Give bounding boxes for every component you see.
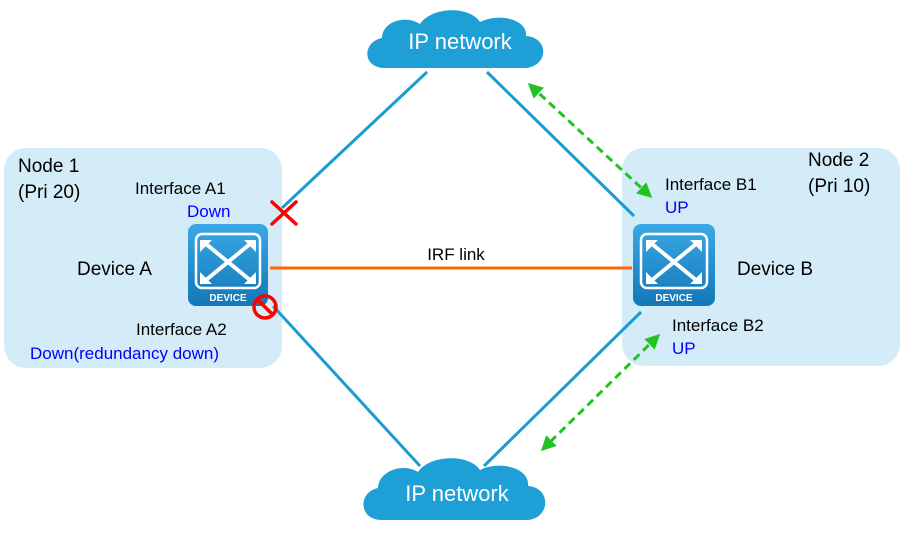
- node2-priority: (Pri 10): [808, 176, 870, 197]
- node1-panel: [4, 148, 282, 368]
- interface-a1-status: Down: [187, 202, 230, 221]
- node1-title: Node 1: [18, 156, 79, 177]
- top-cloud-label: IP network: [408, 29, 513, 54]
- cloud-icon: [367, 10, 544, 68]
- node2-panel: [622, 148, 900, 366]
- prohibited-icon: [252, 294, 278, 320]
- device-b-label: Device B: [737, 259, 813, 280]
- node2-title: Node 2: [808, 150, 869, 171]
- device-b-badge: DEVICE: [655, 293, 693, 304]
- x-mark-icon: [270, 200, 298, 226]
- node1-priority: (Pri 20): [18, 182, 80, 203]
- interface-a2-name: Interface A2: [136, 320, 227, 339]
- link-a2-bottom-network: [271, 304, 422, 468]
- irf-link-label: IRF link: [427, 245, 485, 264]
- interface-b1-name: Interface B1: [665, 175, 757, 194]
- link-a1-top-network: [280, 70, 429, 210]
- device-b-icon: DEVICE: [633, 224, 715, 306]
- link-b2-bottom-network: [482, 310, 643, 468]
- interface-b1-status: UP: [665, 198, 689, 217]
- bottom-cloud-label: IP network: [405, 481, 510, 506]
- link-b1-top-network: [485, 70, 636, 218]
- traffic-arrow-bottom: [540, 333, 661, 452]
- device-a-label: Device A: [77, 259, 152, 280]
- cloud-icon: [363, 458, 546, 520]
- device-a-icon: DEVICE: [188, 224, 268, 306]
- traffic-arrow-top: [527, 82, 653, 199]
- interface-a1-name: Interface A1: [135, 179, 226, 198]
- interface-b2-name: Interface B2: [672, 316, 764, 335]
- interface-b2-status: UP: [672, 339, 696, 358]
- device-a-badge: DEVICE: [209, 293, 247, 304]
- interface-a2-status: Down(redundancy down): [30, 344, 219, 363]
